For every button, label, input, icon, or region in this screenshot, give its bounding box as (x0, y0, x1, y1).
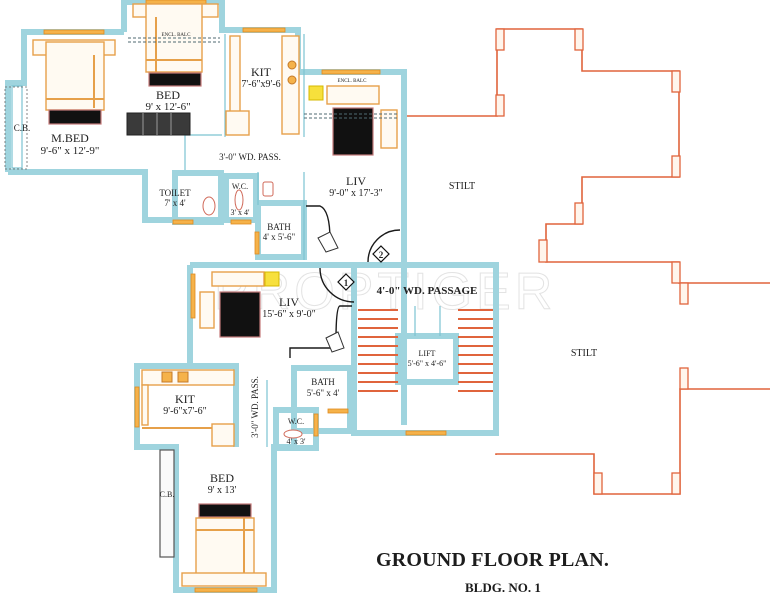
passage-a-label: 3'-0" WD. PASS. (219, 152, 281, 162)
bath-a-size: 4' x 5'-6" (263, 232, 296, 242)
doors (289, 205, 401, 358)
stilt-outline (404, 28, 770, 495)
living-a-size: 9'-0" x 17'-3" (329, 188, 382, 199)
plan-title: GROUND FLOOR PLAN. (376, 549, 610, 571)
bath-b-size: 5'-6" x 4' (307, 388, 340, 398)
balcony-a2-label: ENCL. BALC (338, 79, 368, 84)
passage-b-label: 3'-0" WD. PASS. (250, 376, 260, 438)
lift-name: LIFT (419, 349, 436, 358)
kitchen-a-size: 7'-6"x9'-6 (241, 79, 280, 90)
building-number: BLDG. NO. 1 (465, 580, 541, 595)
master-bedroom-name: M.BED (51, 131, 89, 145)
cupboard-label: C.B. (14, 123, 31, 133)
common-passage-label: 4'-0" WD. PASSAGE (377, 285, 478, 297)
kitchen-a-name: KIT (251, 65, 272, 79)
kitchen-b-size: 9'-6"x7'-6" (163, 406, 206, 417)
bath-a-name: BATH (267, 222, 291, 232)
svg-text:2: 2 (379, 250, 384, 260)
cupboard-b-label: C.B. (160, 490, 175, 499)
bath-b-name: BATH (311, 377, 335, 387)
door-tag-2: 2 (372, 245, 390, 263)
stilt-2-label: STILT (571, 348, 597, 359)
svg-text:1: 1 (344, 278, 349, 288)
wc-b-size: 4' x 3' (287, 437, 306, 446)
wc-b-name: W.C. (288, 417, 304, 426)
bedroom-b-size: 9' x 13' (208, 485, 237, 496)
furniture (32, 3, 398, 587)
master-bedroom-size: 9'-6" x 12'-9" (41, 145, 100, 157)
bedroom-a-name: BED (156, 88, 180, 102)
staircase (358, 309, 493, 392)
lift-size: 5'-6" x 4'-6" (408, 359, 447, 368)
flat-b-walls (134, 262, 499, 593)
living-b-size: 15'-6" x 9'-0" (262, 309, 315, 320)
windows (43, 0, 447, 593)
balcony-a1-label: ENCL. BALC (162, 33, 192, 38)
wc-a-size: 3' x 4' (231, 208, 250, 217)
wc-a-name: W.C. (232, 182, 248, 191)
room-labels: C.B. M.BED 9'-6" x 12'-9" BED 9' x 12'-6… (14, 33, 597, 499)
stilt-1-label: STILT (449, 181, 475, 192)
living-a-name: LIV (346, 174, 366, 188)
kitchen-b-name: KIT (175, 392, 196, 406)
toilet-name: TOILET (159, 188, 191, 198)
bedroom-a-size: 9' x 12'-6" (145, 101, 190, 113)
living-b-name: LIV (279, 295, 299, 309)
bedroom-b-name: BED (210, 471, 234, 485)
door-tag-1: 1 (337, 273, 355, 291)
toilet-size: 7' x 4' (164, 198, 186, 208)
